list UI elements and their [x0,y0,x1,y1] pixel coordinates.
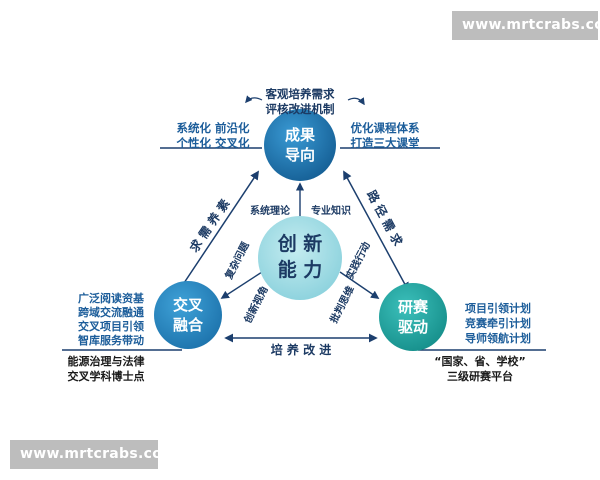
svg-text:研赛: 研赛 [398,298,429,316]
svg-text:成果: 成果 [285,126,316,144]
top-annotation-arrows [245,95,365,106]
svg-text:复杂问题: 复杂问题 [222,239,253,282]
svg-text:交叉项目引领: 交叉项目引领 [78,319,144,333]
edge-label-bottom: 培 养 改 进 [271,342,332,357]
svg-text:评核改进机制: 评核改进机制 [266,102,335,116]
svg-text:“国家、省、学校”: “国家、省、学校” [434,354,525,368]
svg-text:竞赛牵引计划: 竞赛牵引计划 [465,316,531,330]
svg-text:广泛阅读资基: 广泛阅读资基 [78,291,145,305]
annotation-left-bottom: 能源治理与法律 交叉学科博士点 [68,354,145,383]
svg-text:项目引领计划: 项目引领计划 [465,301,531,315]
spoke-right [339,271,380,299]
watermark-bottom: www.mrtcrabs.com [10,440,177,469]
svg-text:系统化 前沿化: 系统化 前沿化 [176,121,250,135]
svg-text:交叉: 交叉 [173,296,204,314]
svg-text:打造三大课堂: 打造三大课堂 [351,136,420,150]
annotation-right-bottom: “国家、省、学校” 三级研赛平台 [434,354,525,383]
node-center: 创 新 能 力 [258,216,342,300]
svg-text:三级研赛平台: 三级研赛平台 [447,369,513,383]
annotation-top-above: 客观培养需求 评核改进机制 [265,87,335,116]
watermark-top: www.mrtcrabs.com [452,11,600,40]
edge-top-right [343,170,409,292]
node-right: 研赛 驱动 [379,283,447,351]
svg-text:创新视角: 创新视角 [241,284,271,326]
node-top: 成果 导向 [264,109,336,181]
svg-text:能源治理与法律: 能源治理与法律 [68,354,145,368]
svg-text:导向: 导向 [285,146,315,164]
svg-text:能 力: 能 力 [278,258,323,281]
svg-text:驱动: 驱动 [398,318,428,336]
svg-text:实践行动: 实践行动 [343,240,373,282]
spoke-left [220,271,263,299]
svg-text:跨域交流融通: 跨域交流融通 [78,305,144,319]
svg-text:系统理论: 系统理论 [250,204,291,217]
svg-text:交叉学科博士点: 交叉学科博士点 [68,369,145,383]
svg-text:专业知识: 专业知识 [311,204,351,217]
node-left: 交叉 融合 [154,281,222,349]
svg-text:导师领航计划: 导师领航计划 [465,331,531,345]
svg-text:优化课程体系: 优化课程体系 [351,121,420,135]
svg-text:融合: 融合 [173,316,204,334]
svg-text:批判思维: 批判思维 [327,284,357,326]
annotation-right-list: 项目引领计划 竞赛牵引计划 导师领航计划 [465,301,531,345]
annotation-top-right: 优化课程体系 打造三大课堂 [351,121,420,150]
edge-label-right: 路 径 需 求 [364,188,406,249]
edge-top-left [177,170,259,294]
svg-text:创 新: 创 新 [277,232,323,255]
triangle-edges [177,170,409,343]
svg-text:智库服务带动: 智库服务带动 [78,333,144,347]
header-lines [62,147,546,351]
annotation-top-left: 系统化 前沿化 个性化 交叉化 [175,121,250,150]
svg-text:个性化 交叉化: 个性化 交叉化 [175,136,250,150]
annotation-left-list: 广泛阅读资基 跨域交流融通 交叉项目引领 智库服务带动 [78,291,145,347]
svg-text:客观培养需求: 客观培养需求 [265,87,335,101]
